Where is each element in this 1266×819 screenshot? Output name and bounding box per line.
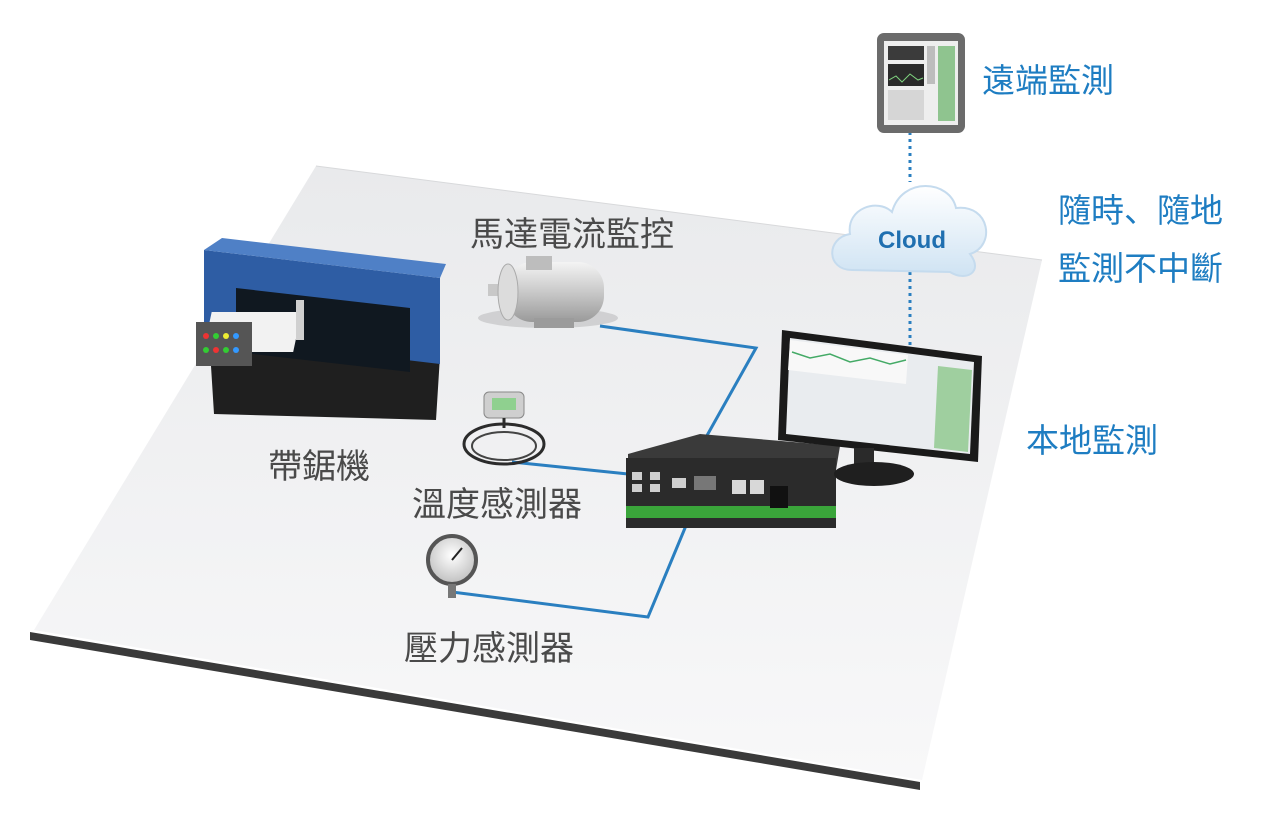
cloud-icon bbox=[831, 185, 987, 277]
uninterrupted-label: 監測不中斷 bbox=[1058, 249, 1223, 288]
cloud-label: Cloud bbox=[878, 227, 946, 254]
temperature-sensor-icon bbox=[462, 391, 546, 466]
temp-sensor-label: 溫度感測器 bbox=[412, 485, 582, 525]
pressure-sensor-label: 壓力感測器 bbox=[404, 629, 574, 669]
band-saw-label: 帶鋸機 bbox=[268, 447, 370, 487]
band-saw-machine bbox=[196, 238, 446, 420]
motor-icon bbox=[478, 256, 618, 328]
connection-lines bbox=[451, 324, 759, 619]
pressure-gauge-icon bbox=[426, 534, 478, 598]
motor-current-label: 馬達電流監控 bbox=[470, 215, 674, 255]
edge-controller-device bbox=[626, 434, 840, 528]
remote-monitoring-label: 遠端監測 bbox=[982, 61, 1114, 100]
monitor-icon bbox=[778, 330, 982, 486]
tablet-icon bbox=[877, 33, 965, 133]
local-monitoring-label: 本地監測 bbox=[1026, 421, 1158, 460]
anytime-anywhere-label: 隨時、隨地 bbox=[1058, 191, 1223, 230]
